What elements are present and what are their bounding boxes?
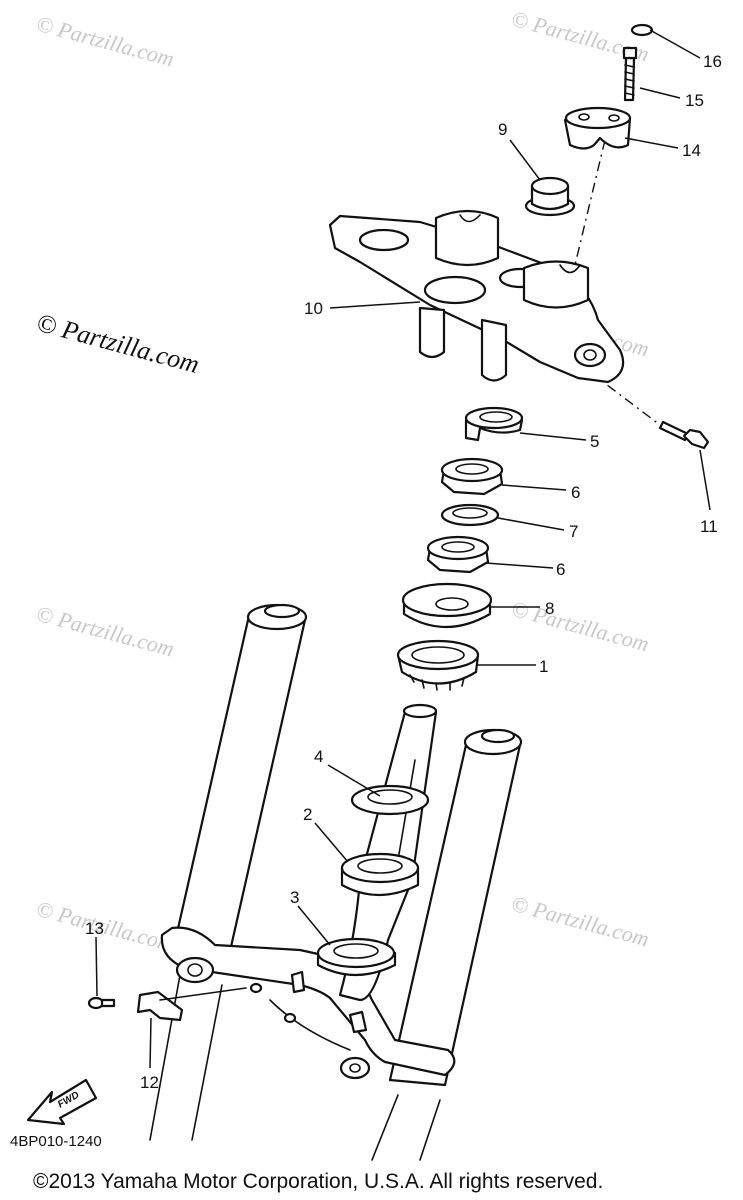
callout-2: 2 (303, 805, 312, 824)
callout-6-lower: 6 (556, 560, 565, 579)
under-bracket (160, 926, 456, 1080)
callout-14: 14 (682, 141, 701, 160)
part-14-handle-holder (563, 106, 632, 150)
diagram-code: 4BP010-1240 (10, 1133, 102, 1150)
callout-6-upper: 6 (571, 483, 580, 502)
callout-9: 9 (498, 120, 507, 139)
callout-16: 16 (703, 52, 722, 71)
callout-1: 1 (539, 657, 548, 676)
axis-line (574, 139, 606, 266)
watermark-main: © Partzilla.com (33, 308, 202, 379)
watermark: © Partzilla.com (34, 11, 177, 72)
callout-3: 3 (290, 888, 299, 907)
callout-12: 12 (140, 1073, 159, 1092)
part-6-ring-nut-lower (426, 535, 490, 574)
watermark: © Partzilla.com (509, 596, 652, 657)
watermark: © Partzilla.com (34, 601, 177, 662)
part-4-seal (350, 784, 430, 816)
callout-11: 11 (700, 517, 718, 536)
watermarks: © Partzilla.com © Partzilla.com © Partzi… (33, 6, 651, 957)
callout-8: 8 (545, 599, 554, 618)
axis-line (589, 371, 661, 426)
callout-13: 13 (85, 919, 104, 938)
callout-5: 5 (590, 432, 599, 451)
fwd-arrow-icon: FWD (26, 1078, 98, 1126)
part-13-screw (87, 996, 116, 1010)
part-7-washer (440, 503, 500, 527)
part-6-ring-nut-upper (440, 457, 504, 496)
leader-lines (95, 29, 711, 1069)
copyright-text: ©2013 Yamaha Motor Corporation, U.S.A. A… (33, 1170, 603, 1193)
part-2-bearing (340, 852, 420, 897)
right-fork-tube (371, 728, 523, 1161)
part-16-cap (630, 23, 654, 37)
callouts: 1 2 3 4 5 6 6 7 8 9 10 11 12 13 14 15 16 (85, 52, 722, 1092)
part-12-clamp (136, 982, 297, 1024)
left-fork-tube (149, 603, 308, 1141)
part-3-race (316, 937, 397, 977)
callout-4: 4 (314, 747, 323, 766)
part-10-handle-crown (328, 209, 625, 384)
callout-7: 7 (569, 522, 578, 541)
part-11-bolt (658, 420, 710, 450)
part-1-bearing (396, 639, 480, 691)
watermark: © Partzilla.com (509, 891, 652, 952)
part-15-bolt (622, 46, 638, 102)
callout-15: 15 (685, 91, 704, 110)
part-5-lock-washer (464, 406, 524, 442)
part-9-cap-nut (524, 176, 576, 217)
watermark: © Partzilla.com (34, 896, 177, 957)
callout-10: 10 (304, 299, 323, 318)
part-8-cover (401, 582, 493, 629)
